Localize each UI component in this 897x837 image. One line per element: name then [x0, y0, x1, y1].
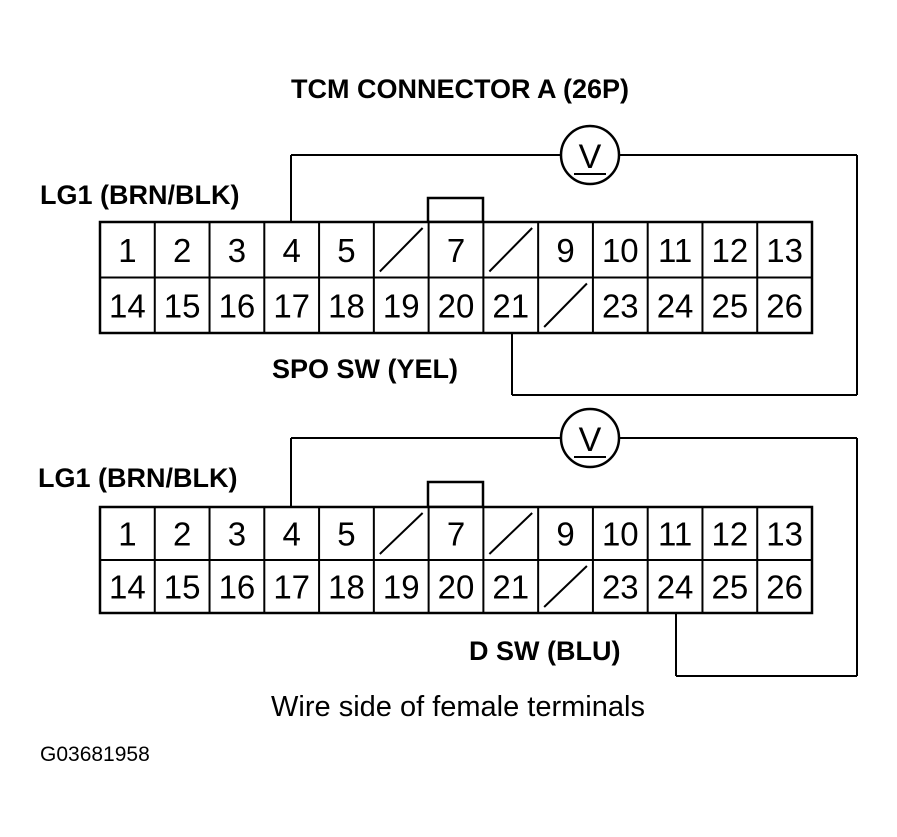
pin-number: 5: [337, 516, 355, 553]
pin-number: 20: [438, 287, 475, 324]
diagram-title: TCM CONNECTOR A (26P): [291, 74, 629, 104]
pin-number: 18: [328, 287, 365, 324]
pin-number: 7: [447, 232, 465, 269]
pin-number: 12: [711, 516, 748, 553]
pin-number: 5: [337, 232, 355, 269]
empty-cavity-slash: [543, 565, 588, 608]
pin-number: 20: [438, 569, 475, 606]
pin-number: 26: [766, 287, 803, 324]
empty-cavity-slash: [488, 512, 533, 555]
empty-cavity-slash: [379, 227, 424, 273]
pin-number: 4: [283, 232, 301, 269]
empty-cavity-slash: [488, 227, 533, 273]
voltmeter-icon: [559, 407, 621, 469]
pin-number: 3: [228, 232, 246, 269]
voltmeter-icon: [559, 124, 621, 186]
pin-number: 2: [173, 232, 191, 269]
connector-lock-tab: [426, 480, 485, 509]
pin-number: 16: [219, 287, 256, 324]
connector-lock-tab: [426, 196, 485, 224]
voltmeter-symbol: V: [579, 138, 602, 176]
pin-number: 15: [164, 569, 201, 606]
pin-number: 13: [766, 232, 803, 269]
empty-cavity-slash: [379, 512, 424, 555]
voltmeter: V: [559, 124, 621, 186]
empty-cavity-slash: [543, 282, 588, 328]
lg1-wire-label: LG1 (BRN/BLK): [38, 463, 237, 493]
pin-number: 11: [658, 516, 692, 553]
pin-number: 9: [556, 232, 574, 269]
voltmeter-symbol: V: [579, 421, 602, 459]
pin-number: 26: [766, 569, 803, 606]
pin-number: 7: [447, 516, 465, 553]
pin-number: 24: [657, 569, 694, 606]
pin-number: 14: [109, 569, 146, 606]
pin-number: 1: [118, 516, 136, 553]
pin-number: 21: [492, 287, 529, 324]
pin-number: 16: [219, 569, 256, 606]
pin-number: 17: [273, 287, 310, 324]
figure-code: G03681958: [40, 743, 150, 766]
pin-number: 11: [658, 232, 692, 269]
pin-number: 12: [711, 232, 748, 269]
pin-number: 23: [602, 287, 639, 324]
lg1-wire-label: LG1 (BRN/BLK): [40, 180, 239, 210]
pin-number: 13: [766, 516, 803, 553]
pin-number: 10: [602, 516, 639, 553]
pin-number: 19: [383, 569, 420, 606]
pin-number: 18: [328, 569, 365, 606]
pin-number: 25: [711, 287, 748, 324]
signal-wire-label: D SW (BLU): [469, 636, 620, 666]
signal-wire-label: SPO SW (YEL): [272, 354, 458, 384]
pin-number: 24: [657, 287, 694, 324]
pin-number: 19: [383, 287, 420, 324]
pin-number: 21: [492, 569, 529, 606]
voltmeter: V: [559, 407, 621, 469]
pin-number: 3: [228, 516, 246, 553]
caption: Wire side of female terminals: [271, 691, 645, 723]
pin-number: 14: [109, 287, 146, 324]
pin-number: 2: [173, 516, 191, 553]
pin-number: 9: [556, 516, 574, 553]
pin-number: 25: [711, 569, 748, 606]
pin-number: 15: [164, 287, 201, 324]
pin-number: 1: [118, 232, 136, 269]
pin-number: 10: [602, 232, 639, 269]
pin-number: 23: [602, 569, 639, 606]
pin-number: 4: [283, 516, 301, 553]
pin-number: 17: [273, 569, 310, 606]
